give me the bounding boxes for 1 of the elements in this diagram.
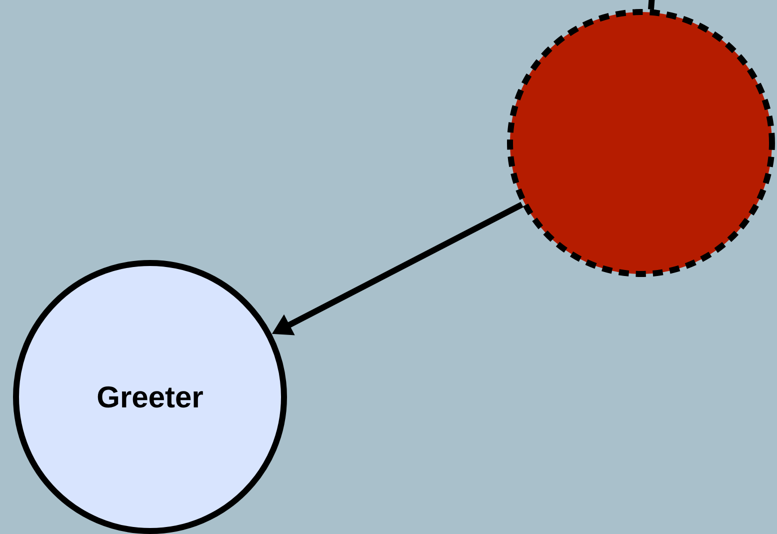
circle-node: [507, 9, 775, 277]
